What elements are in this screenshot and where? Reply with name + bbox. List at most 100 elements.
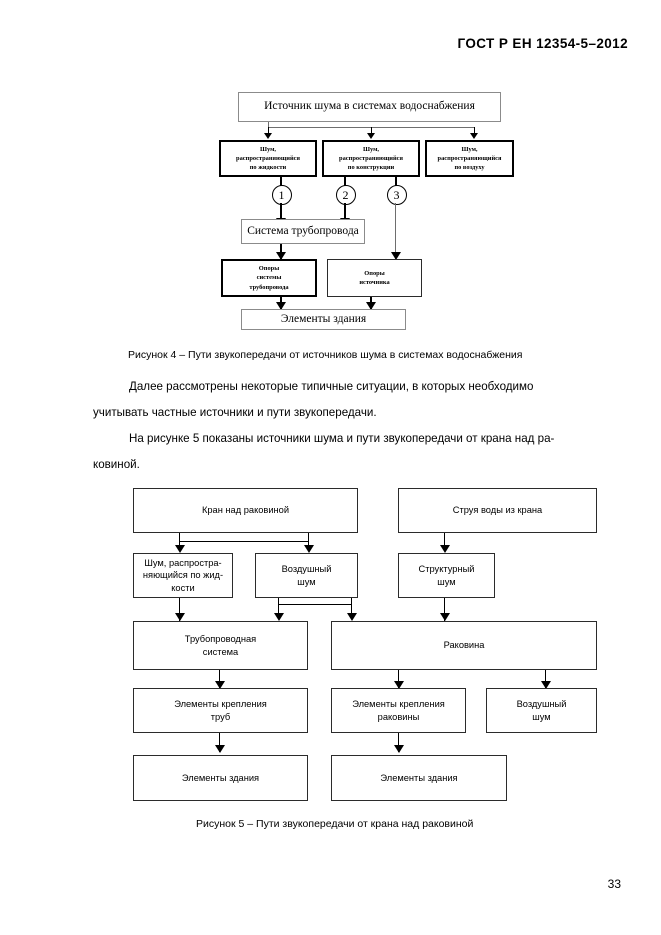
body-paragraph-2: На рисунке 5 показаны источники шума и п… xyxy=(93,426,567,478)
connector-path-2 xyxy=(344,177,346,186)
arrowhead-path-3 xyxy=(390,252,401,260)
arrowhead-to-structure xyxy=(367,133,375,139)
connector-sink-to-air-noise xyxy=(544,670,547,688)
node-label-line1: Элементы крепления xyxy=(352,698,445,709)
body-paragraph-1: Далее рассмотрены некоторые типичные сит… xyxy=(93,374,567,426)
connector-air-to-sink xyxy=(350,604,353,616)
node-label-line3: по воздуху xyxy=(454,164,485,172)
node-source-supports: Опоры источника xyxy=(327,259,422,297)
path-marker-3: 3 xyxy=(386,185,407,205)
connector-air-noise-left-stub xyxy=(277,598,280,606)
node-label-line2: шум xyxy=(437,576,456,587)
arrowhead-to-liquid-noise xyxy=(174,545,185,553)
path-marker-label: 1 xyxy=(278,188,285,202)
figure-4-diagram: Источник шума в системах водоснабжения Ш… xyxy=(0,0,661,345)
figure-4-caption: Рисунок 4 – Пути звукопередачи от источн… xyxy=(128,349,523,361)
node-sink-fixings: Элементы крепления раковины xyxy=(331,688,466,733)
node-label: Система трубопровода xyxy=(247,224,359,237)
node-water-jet: Струя воды из крана xyxy=(398,488,597,533)
arrowhead-pipe-system xyxy=(174,613,185,621)
node-pipe-system-supports: Опоры системы трубопровода xyxy=(221,259,317,297)
arrowhead-to-air xyxy=(470,133,478,139)
node-label-line1: Воздушный xyxy=(281,563,332,574)
node-building-elements-right: Элементы здания xyxy=(331,755,507,801)
connector-waterjet-down xyxy=(443,533,446,551)
arrowhead-sink-air-noise xyxy=(540,681,551,689)
connector-air-noise-bus xyxy=(278,604,351,606)
arrowhead-pipe-fixings xyxy=(214,681,225,689)
connector-air-to-pipe xyxy=(277,604,280,616)
node-building-elements: Элементы здания xyxy=(241,309,406,330)
node-label-line2: шум xyxy=(532,711,551,722)
node-label-line2: системы xyxy=(256,274,282,282)
node-air-borne-noise: Воздушный шум xyxy=(255,553,358,598)
path-marker-1: 1 xyxy=(271,185,292,205)
paragraph-line: учитывать частные источники и пути звуко… xyxy=(93,406,377,419)
figure-5-caption: Рисунок 5 – Пути звукопередачи от крана … xyxy=(196,818,474,830)
node-label-line2: источника xyxy=(359,279,390,286)
node-label-line2: няющийся по жид- xyxy=(142,570,224,581)
node-tap-over-sink: Кран над раковиной xyxy=(133,488,358,533)
page-number: 33 xyxy=(607,877,621,891)
arrowhead-building-right xyxy=(365,302,376,310)
node-label-line3: кости xyxy=(171,582,195,593)
connector-tap-left xyxy=(178,533,181,551)
node-liquid-borne-noise: Шум, распространяющийся по жидкости xyxy=(219,140,317,177)
node-label: Элементы здания xyxy=(181,772,260,783)
connector-sink-to-fixings xyxy=(397,670,400,688)
path-marker-label: 3 xyxy=(393,188,400,202)
node-building-elements-left: Элементы здания xyxy=(133,755,308,801)
node-label-line1: Шум, xyxy=(461,145,478,153)
paragraph-line: ковиной. xyxy=(93,458,140,471)
arrowhead-sink xyxy=(439,613,450,621)
node-pipe-system: Система трубопровода xyxy=(241,219,365,244)
node-label: Элементы здания xyxy=(380,772,458,783)
paragraph-line: На рисунке 5 показаны источники шума и п… xyxy=(129,432,555,445)
connector-pipe-fixings-down xyxy=(218,733,221,752)
node-label: Струя воды из крана xyxy=(452,505,543,516)
node-label-line3: по жидкости xyxy=(249,164,287,172)
node-air-borne-noise-secondary: Воздушный шум xyxy=(486,688,597,733)
node-label-line1: Воздушный xyxy=(516,698,567,709)
node-sink: Раковина xyxy=(331,621,597,670)
connector-path-3 xyxy=(395,177,397,186)
node-label-line1: Шум, xyxy=(259,145,277,153)
node-label-line3: трубопровода xyxy=(249,283,289,291)
node-label: Кран над раковиной xyxy=(201,505,290,516)
connector-to-air xyxy=(473,127,476,135)
node-label-line1: Шум, xyxy=(362,145,380,153)
node-label: Раковина xyxy=(443,640,485,651)
connector-to-liquid xyxy=(267,127,270,135)
node-label: Источник шума в системах водоснабжения xyxy=(264,100,475,113)
document-header: ГОСТ Р ЕН 12354-5–2012 xyxy=(457,36,628,51)
arrowhead-sink-fixings xyxy=(393,681,404,689)
arrowhead-to-liquid xyxy=(264,133,272,139)
node-label-line2: труб xyxy=(210,711,231,722)
node-label-line2: распространяющийся xyxy=(339,154,403,162)
node-noise-source: Источник шума в системах водоснабжения xyxy=(238,92,501,122)
node-label-line1: Опоры xyxy=(258,265,280,273)
node-label-line1: Шум, распростра- xyxy=(144,557,222,568)
arrowhead-building-left xyxy=(275,302,286,310)
connector-to-structure xyxy=(370,127,373,135)
node-pipe-system: Трубопроводная система xyxy=(133,621,308,670)
node-label-line2: система xyxy=(202,646,239,657)
connector-source-down xyxy=(268,122,270,128)
node-structure-borne-noise: Шум, распространяющийся по конструкции xyxy=(322,140,420,177)
connector-tap-right xyxy=(307,533,310,551)
node-liquid-borne-noise: Шум, распростра- няющийся по жид- кости xyxy=(133,553,233,598)
node-label-line2: шум xyxy=(297,576,316,587)
node-air-borne-noise: Шум, распространяющийся по воздуху xyxy=(425,140,514,177)
node-label-line2: распространяющийся xyxy=(437,154,502,162)
node-label-line2: раковины xyxy=(377,711,420,722)
node-label-line1: Опоры xyxy=(364,269,385,277)
arrowhead-building-left xyxy=(214,745,225,753)
connector-structure-to-sink xyxy=(443,598,446,622)
connector-liquid-to-pipe xyxy=(178,598,181,622)
connector-path-3-lower xyxy=(395,203,397,259)
arrowhead-to-structure-noise xyxy=(439,545,450,553)
connector-sink-fixings-down xyxy=(397,733,400,752)
connector-pipe-to-fixings xyxy=(218,670,221,688)
node-label-line1: Трубопроводная xyxy=(184,633,257,644)
